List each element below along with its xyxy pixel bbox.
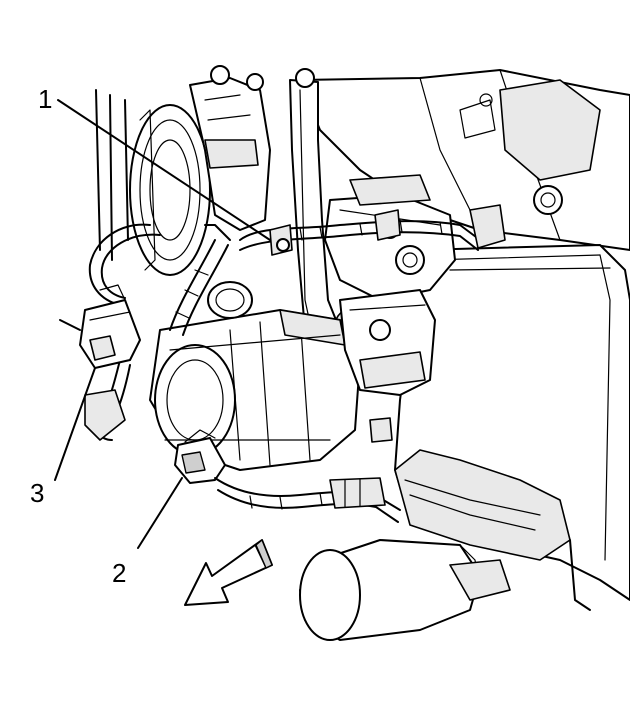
pulley-assembly [129, 104, 211, 276]
wiring-harness-upper [204, 204, 506, 251]
wiring-harness-left [84, 223, 229, 441]
exhaust-canister [394, 244, 630, 611]
coolant-port [207, 281, 253, 319]
small-fittings [269, 209, 401, 443]
callout-3: 3 [30, 478, 44, 508]
leader-line-1 [57, 99, 271, 241]
callout-1: 1 [38, 84, 52, 114]
connector-2 [174, 429, 226, 484]
pump-housing [149, 309, 361, 471]
connector-3 [59, 284, 141, 369]
exhaust-pipe [299, 539, 511, 641]
leader-line-3 [54, 367, 96, 481]
callout-2: 2 [112, 558, 126, 588]
wiring-harness-lower [214, 477, 401, 523]
radiator-edge [95, 89, 129, 261]
engine-upper-structure [299, 69, 630, 251]
intake-hose-left [189, 65, 271, 231]
direction-arrow-icon [184, 539, 273, 606]
mounting-bracket [339, 289, 436, 396]
leader-line-2 [137, 477, 183, 549]
leader-lines [54, 99, 271, 549]
